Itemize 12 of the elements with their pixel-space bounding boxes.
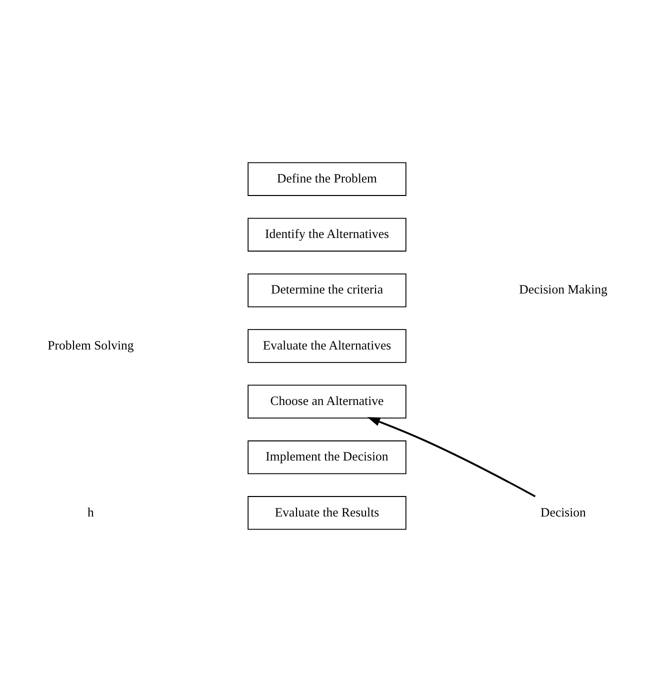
arrow (367, 416, 536, 497)
node-box: Determine the criteria (248, 272, 406, 307)
node-box: Evaluate the Results (248, 496, 406, 530)
label: Decision Making (519, 282, 608, 296)
node-box: Choose an Alternative (248, 384, 406, 418)
node-box: Define the Problem (248, 162, 406, 196)
node-box: Evaluate the Alternatives (248, 328, 406, 362)
node-box: Identify the Alternatives (248, 217, 406, 252)
node-box: Implement the Decision (248, 440, 406, 474)
label: Problem Solving (48, 338, 134, 352)
node-text: Decision (540, 504, 586, 519)
label: h (88, 504, 94, 519)
